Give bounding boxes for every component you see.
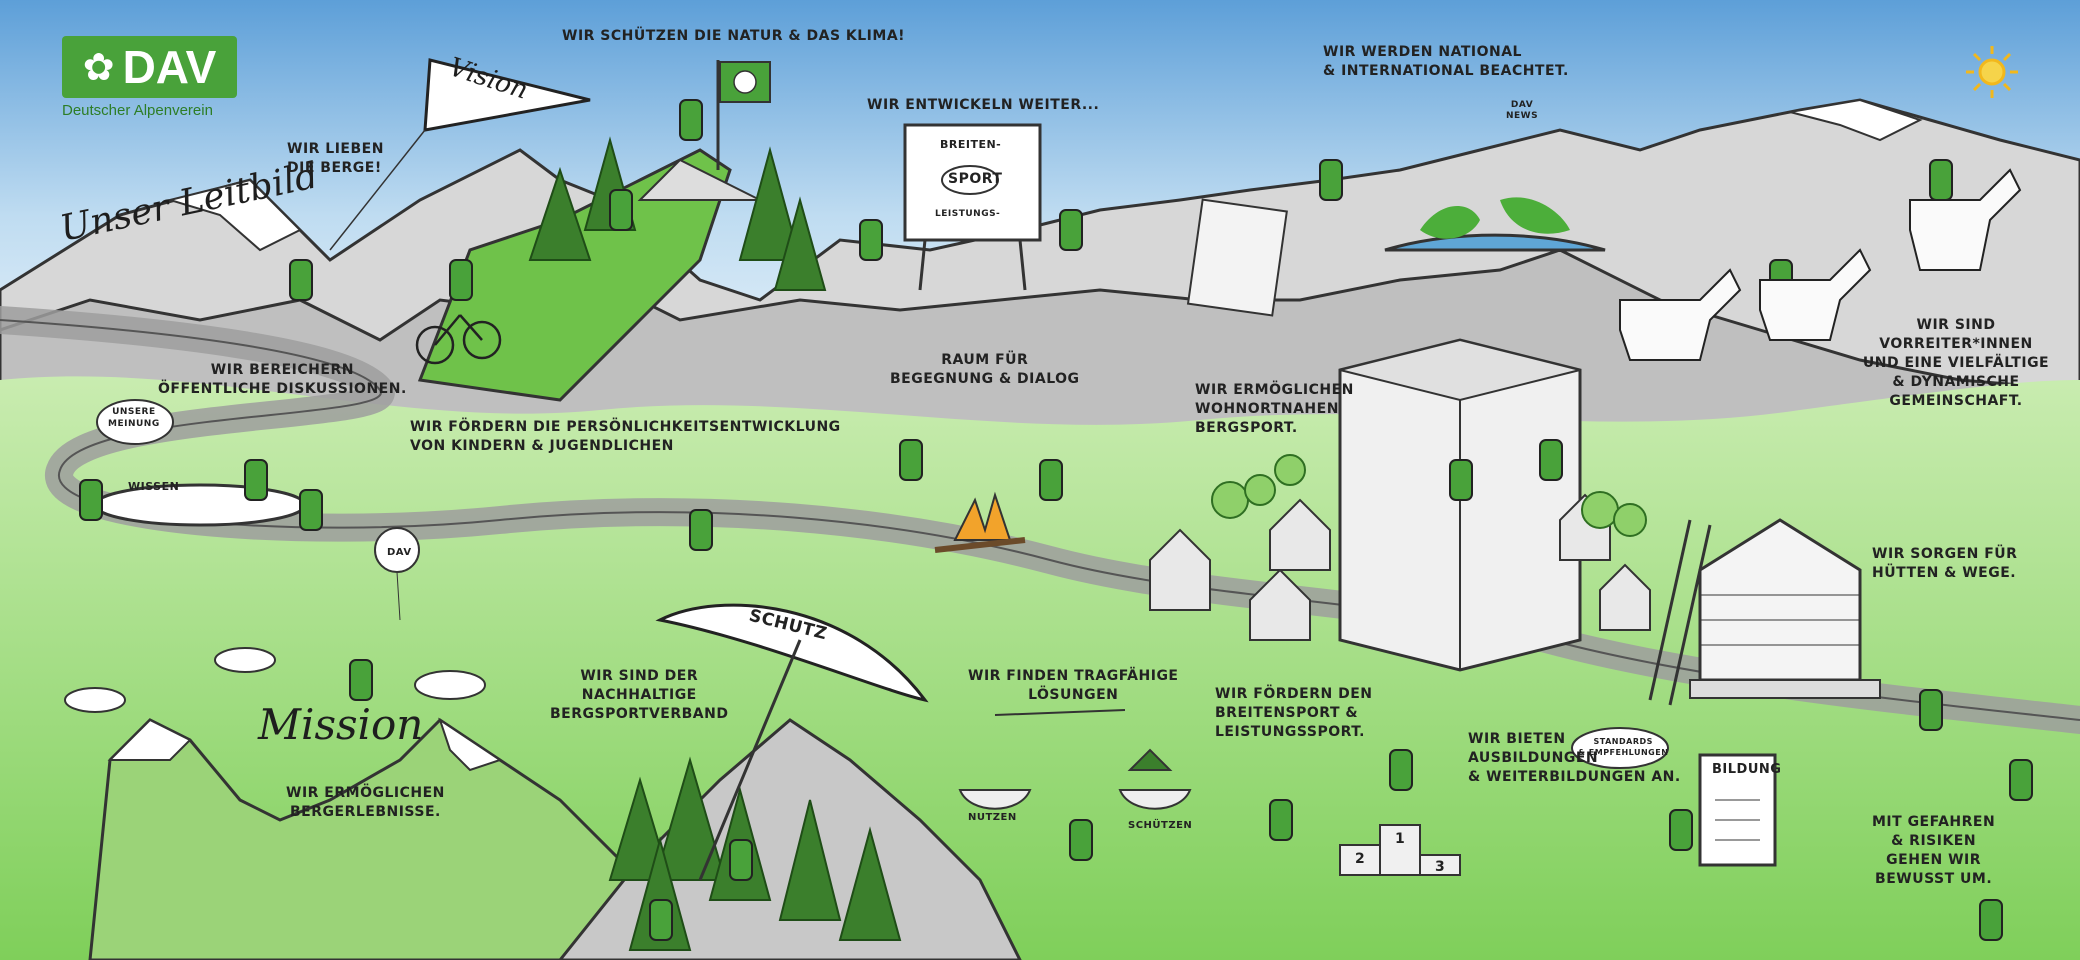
label-sport: SPORT [948,171,1003,187]
statement-solutions: WIR FINDEN TRAGFÄHIGE LÖSUNGEN [968,668,1179,703]
statement-risks: MIT GEFAHREN & RISIKEN GEHEN WIR BEWUSST… [1872,814,1996,887]
regional-map [1186,198,1288,317]
ladder [1648,519,1712,706]
logo-subtitle: Deutscher Alpenverein [62,102,213,119]
label-breiten: BREITEN- [940,138,1002,151]
label-wissen: WISSEN [128,480,180,493]
logo-text: DAV [122,41,217,93]
statement-dialog: RAUM FÜR BEGEGNUNG & DIALOG [890,352,1080,387]
label-nutzen: NUTZEN [968,812,1017,823]
whiteboard [903,123,1042,291]
dav-balloon [374,527,420,621]
speech-bubbles [96,399,1669,769]
label-podium-1: 1 [1395,831,1406,847]
snow-caps [166,98,1923,252]
horses [1619,168,2022,361]
label-schuetzen: SCHÜTZEN [1128,820,1193,831]
statement-experiences: WIR ERMÖGLICHEN BERGERLEBNISSE. [286,785,445,820]
round-trees [1211,454,1647,537]
bildung-board [1698,753,1777,867]
vision-kite [329,58,591,251]
people [79,99,2033,941]
campfire [934,491,1026,553]
label-bildung: BILDUNG [1712,762,1782,777]
log-cabin [1689,518,1881,699]
statement-discussions: WIR BEREICHERN ÖFFENTLICHE DISKUSSIONEN. [158,362,407,397]
label-standards: STANDARDS & EMPFEHLUNGEN [1578,737,1669,757]
statement-nature: WIR SCHÜTZEN DIE NATUR & DAS KLIMA! [562,28,906,44]
heading-mission: Mission [258,700,424,749]
statement-develop: WIR ENTWICKELN WEITER... [867,97,1100,113]
globe [1384,197,1606,252]
statement-local-sport: WIR ERMÖGLICHEN WOHNORTNAHEN BERGSPORT. [1195,382,1354,436]
label-unsere-meinung: UNSERE MEINUNG [108,407,160,429]
vision-hill [417,148,732,402]
sun-icon [1966,46,2018,98]
label-news: DAV NEWS [1506,100,1539,121]
climbing-tower [1338,338,1582,672]
houses [1149,493,1651,641]
label-podium-3: 3 [1435,859,1446,875]
statement-love-mountains: WIR LIEBEN DIE BERGE! [287,141,384,176]
label-leistungs: LEISTUNGS- [935,209,1001,219]
statement-huts: WIR SORGEN FÜR HÜTTEN & WEGE. [1872,546,2018,581]
balance-scale [958,709,1192,810]
statement-youth: WIR FÖRDERN DIE PERSÖNLICHKEITSENTWICKLU… [410,419,841,454]
statement-community: WIR SIND VORREITER*INNEN UND EINE VIELFÄ… [1862,317,2050,409]
bicycle [415,314,502,365]
podium [1339,824,1461,876]
globe-flag [719,61,771,103]
statement-recognized: WIR WERDEN NATIONAL & INTERNATIONAL BEAC… [1323,44,1569,79]
clouds [64,647,486,713]
dav-logo: ✿ DAV Deutscher Alpenverein [62,36,237,119]
statement-sustainable: WIR SIND DER NACHHALTIGE BERGSPORTVERBAN… [550,668,729,722]
edelweiss-icon: ✿ [82,45,115,89]
nature-peak [637,158,761,201]
label-podium-2: 2 [1355,851,1366,867]
statement-education: WIR BIETEN AUSBILDUNGEN & WEITERBILDUNGE… [1468,731,1681,785]
meeting-table [93,483,307,527]
logo-box: ✿ DAV [62,36,237,98]
protection-umbrella [655,603,929,881]
statement-sports: WIR FÖRDERN DEN BREITENSPORT & LEISTUNGS… [1215,686,1373,740]
label-balloon: DAV [387,547,412,558]
